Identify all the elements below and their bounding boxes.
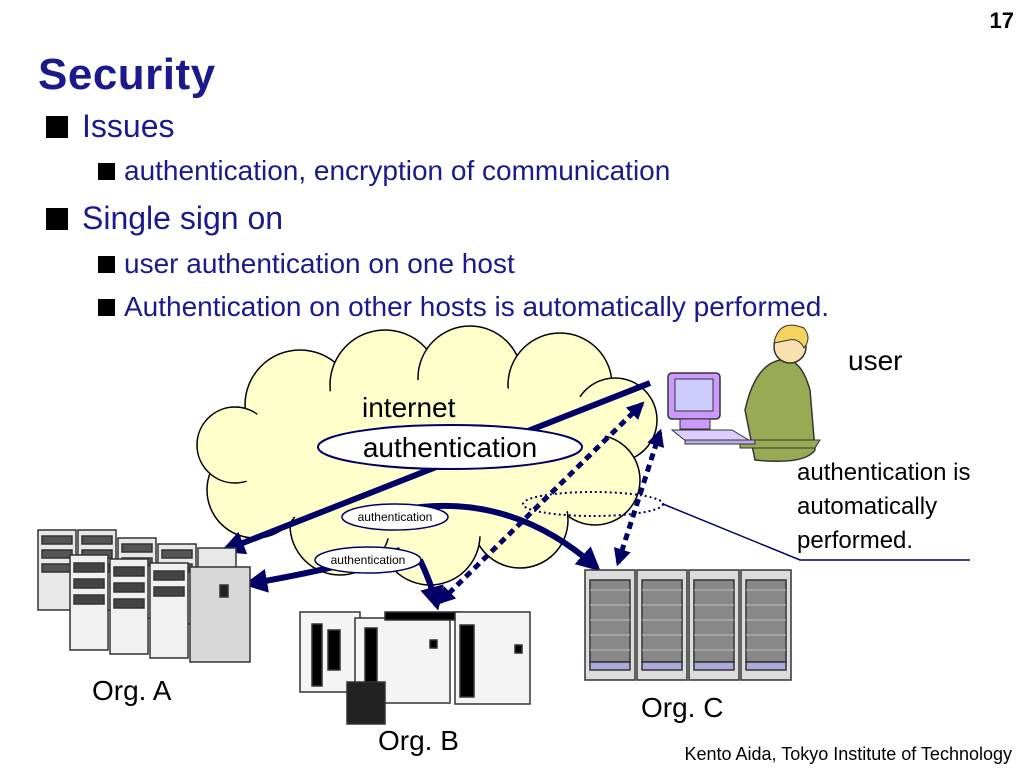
callout-line-2: automatically	[797, 493, 937, 520]
small-auth-ellipse-1	[341, 503, 449, 531]
user-label: user	[848, 345, 902, 376]
sub-bullet-text: Authentication on other hosts is automat…	[124, 291, 830, 322]
user-computer-icon	[667, 324, 821, 462]
bullet-single-sign-on: Single sign on	[46, 200, 283, 237]
sub-bullet-user-auth: user authentication on one host	[98, 248, 515, 280]
center-auth-label: authentication	[363, 432, 537, 463]
org-b-label: Org. B	[378, 725, 459, 756]
sub-bullet-other-hosts: Authentication on other hosts is automat…	[98, 291, 829, 323]
callout-line-1: authentication is	[797, 459, 970, 486]
sub-bullet-text: user authentication on one host	[124, 248, 515, 279]
bullet-square-icon	[98, 162, 115, 180]
bullet-issues: Issues	[46, 108, 174, 145]
callout-line	[662, 503, 970, 561]
footer-credit: Kento Aida, Tokyo Institute of Technolog…	[684, 744, 1012, 764]
small-auth-ellipse-2	[314, 546, 422, 574]
org-c-rack-icon	[584, 569, 792, 681]
bullet-square-icon	[98, 255, 115, 273]
dotted-auth-arrows	[437, 401, 665, 605]
bullet-square-icon	[46, 207, 68, 230]
callout-line-3: performed.	[797, 527, 913, 554]
dotted-arrow-user-org-c	[613, 428, 665, 567]
org-c-label: Org. C	[641, 692, 723, 723]
cloud-label: internet	[362, 392, 456, 423]
org-b-supercomputer-icon	[299, 611, 531, 725]
sub-bullet-encryption: authentication, encryption of communicat…	[98, 155, 670, 187]
small-auth-label-2: authentication	[331, 553, 406, 567]
bullet-square-icon	[46, 115, 68, 138]
center-auth-ellipse	[317, 424, 583, 470]
bullet-square-icon	[98, 298, 115, 316]
small-auth-label-1: authentication	[358, 510, 433, 524]
slide-number: 17	[989, 8, 1014, 33]
auto-auth-callout: authentication is automatically performe…	[797, 459, 977, 554]
bullet-text: Single sign on	[82, 200, 284, 236]
slide-title: Security	[38, 50, 216, 99]
org-a-label: Org. A	[92, 675, 172, 706]
org-a-servers-icon	[37, 529, 251, 663]
bullet-text: Issues	[82, 108, 175, 144]
arrow-to-org-b	[417, 558, 444, 611]
sub-bullet-text: authentication, encryption of communicat…	[124, 155, 671, 186]
